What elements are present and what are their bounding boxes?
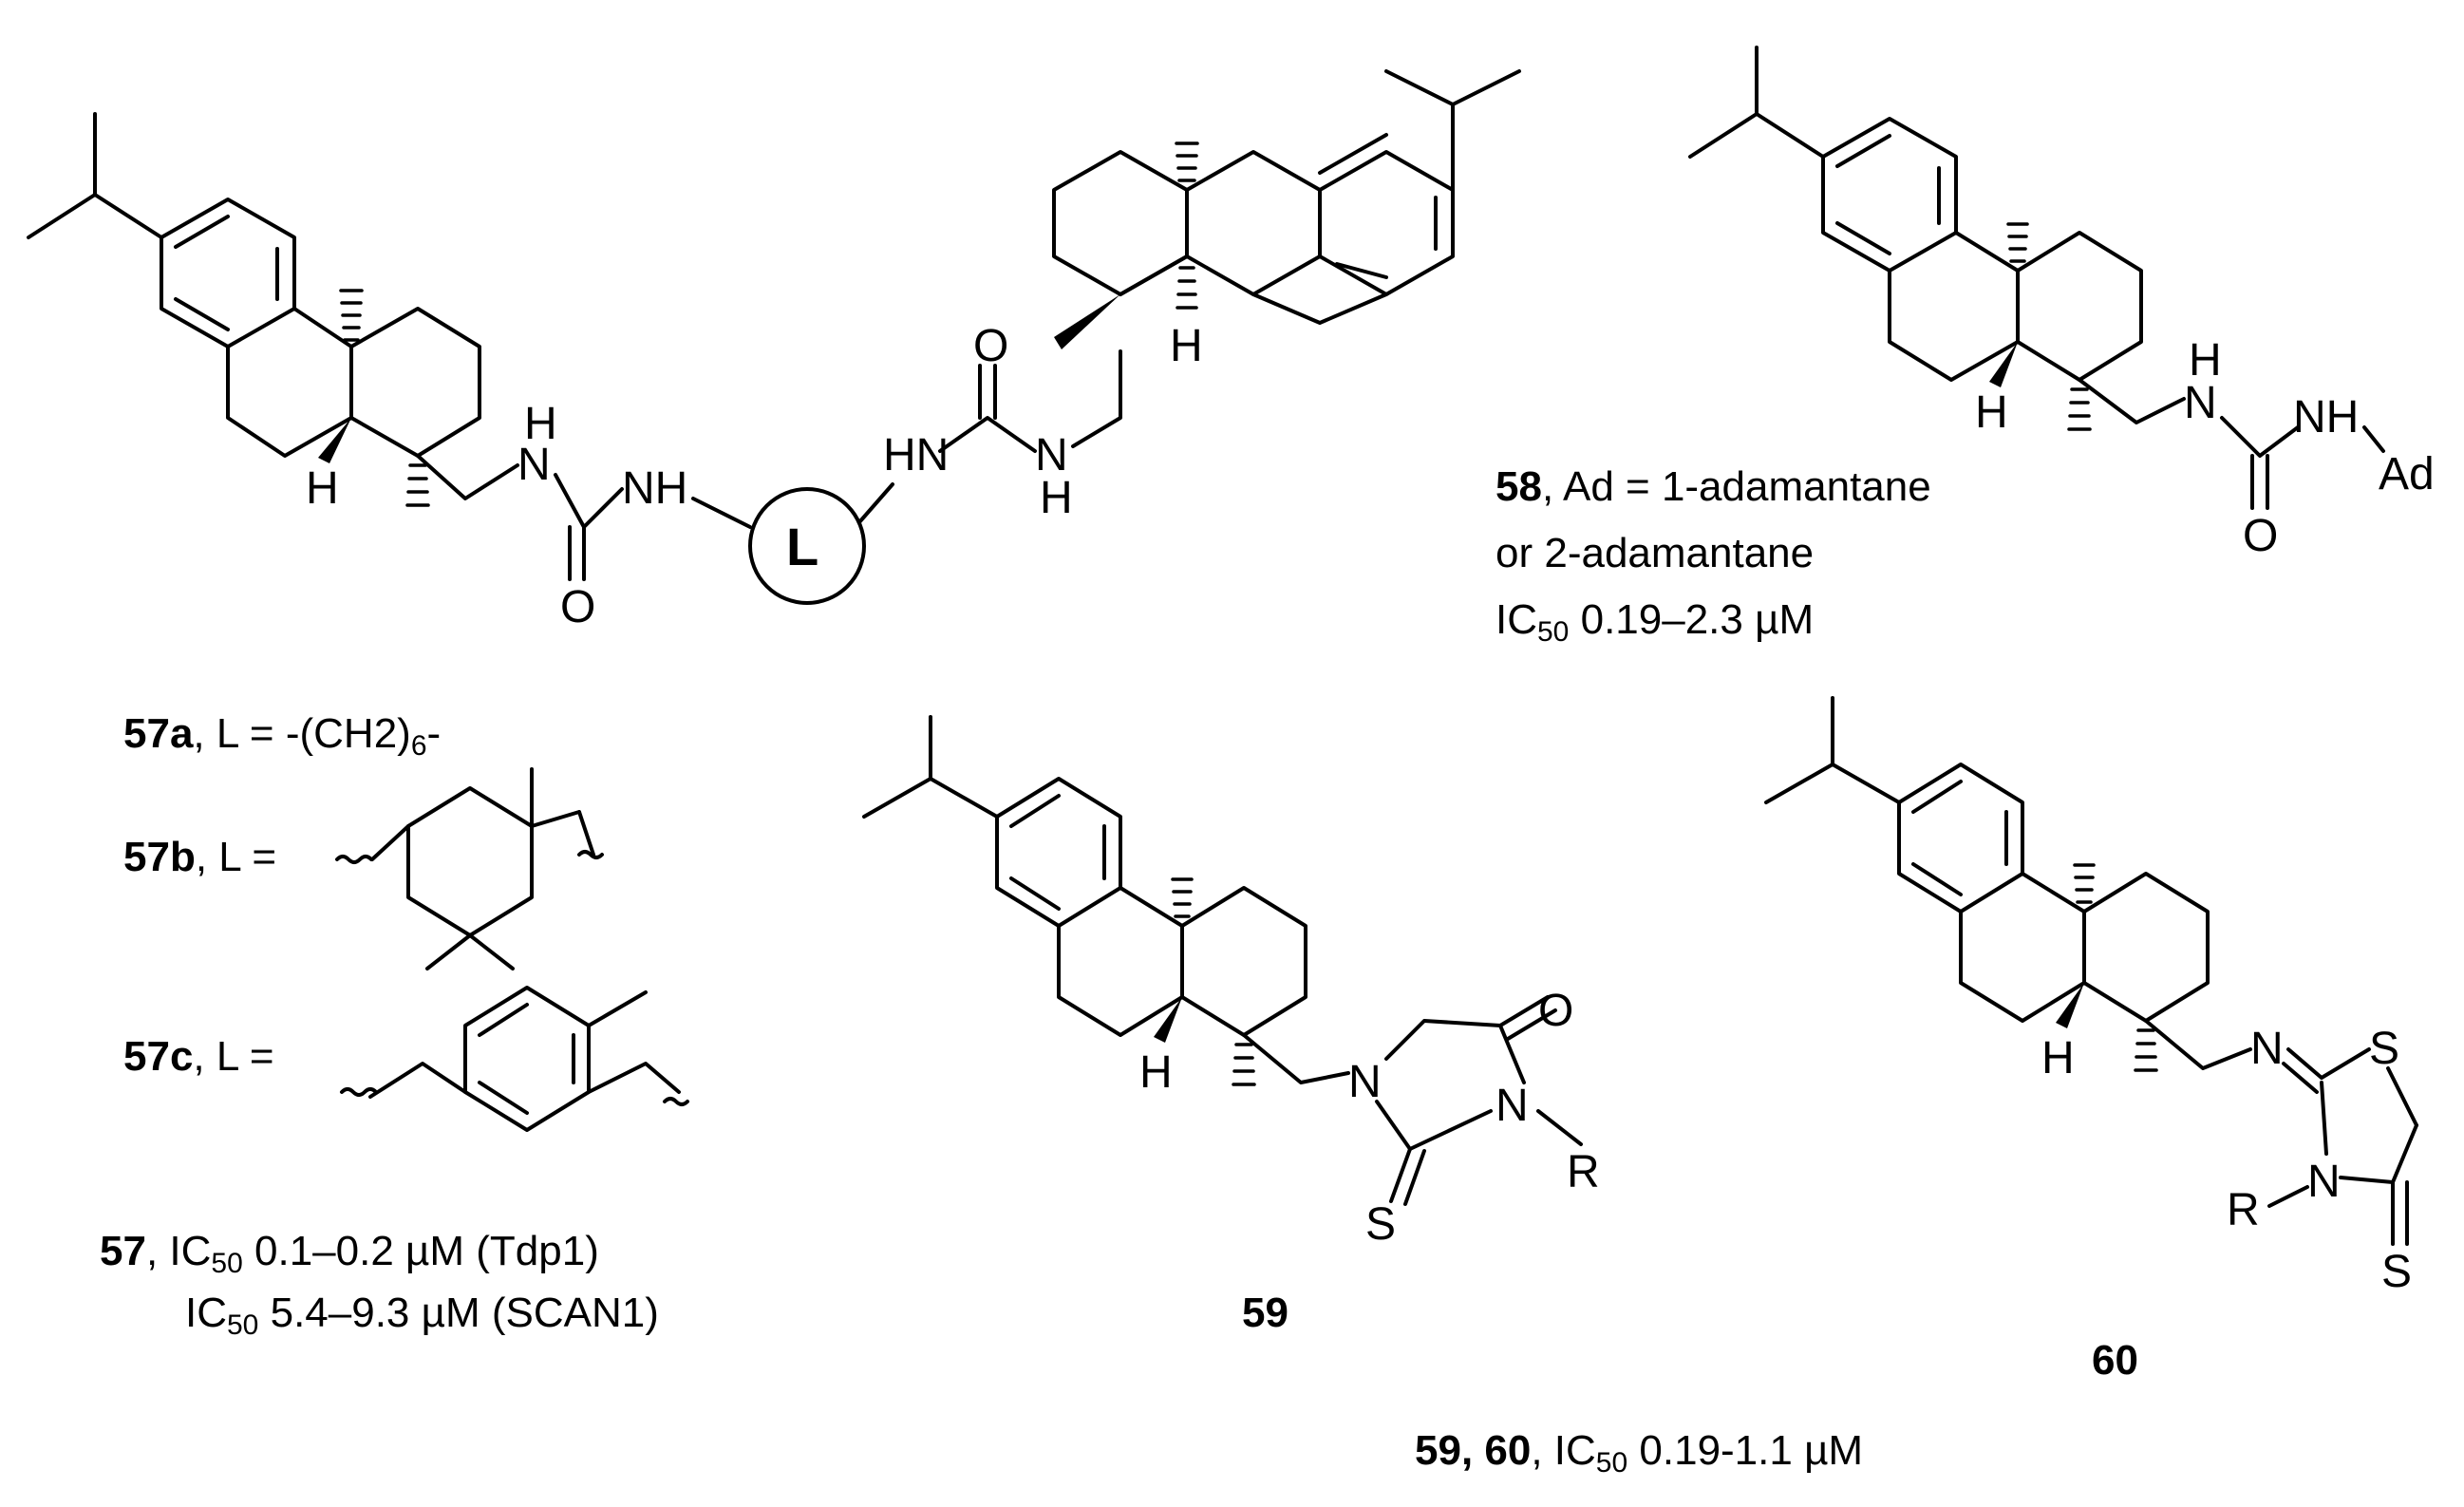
atom-R: R: [1567, 1147, 1600, 1197]
caption-text: IC: [185, 1290, 227, 1336]
hashed-methyl: [339, 289, 364, 342]
atom-R: R: [2227, 1185, 2260, 1235]
atom-S: S: [2381, 1247, 2412, 1297]
atom-HN: HN: [883, 430, 949, 480]
caption-57-ic50-tdp1: 57, IC50 0.1–0.2 µM (Tdp1): [100, 1225, 599, 1278]
atom-O: O: [2243, 511, 2278, 561]
caption-57-ic50-scan1: IC50 5.4–9.3 µM (SCAN1): [185, 1287, 659, 1340]
caption-text: or 2-adamantane: [1495, 530, 1815, 576]
caption-subscript: 50: [211, 1248, 243, 1279]
caption-58-line2: or 2-adamantane: [1495, 527, 1814, 580]
atom-NH: NH: [622, 463, 687, 514]
atom-N: N: [2250, 1024, 2284, 1074]
hashed-methyl: [1175, 141, 1199, 182]
caption-text: , IC: [1531, 1427, 1596, 1474]
caption-59: 59: [1242, 1287, 1288, 1340]
atom-H: H: [1975, 387, 2008, 438]
compound-id: 60: [2092, 1337, 2138, 1384]
caption-subscript: 50: [1537, 616, 1570, 648]
compound-id: 57: [100, 1228, 146, 1274]
compound-id: 58: [1495, 463, 1542, 510]
atom-H: H: [306, 463, 339, 514]
atom-H: H: [1139, 1047, 1173, 1098]
atom-N: N: [2307, 1157, 2341, 1207]
structure-60: H N S N S R: [1764, 696, 2418, 1297]
caption-text: , L = -(CH2): [193, 710, 411, 757]
hashed-methyl: [1232, 1043, 1256, 1086]
atom-N: N: [1348, 1057, 1382, 1107]
linker-L: L: [748, 487, 866, 605]
atom-H: H: [2189, 335, 2222, 386]
atom-N: N: [1035, 430, 1068, 480]
structure-58: H N H O NH Ad: [1688, 46, 2435, 561]
compound-id: 57a: [123, 710, 194, 757]
atom-NH: NH: [2293, 392, 2359, 443]
atom-H: H: [2041, 1033, 2075, 1083]
compound-id: 59, 60: [1415, 1427, 1532, 1474]
atom-N: N: [517, 440, 551, 490]
compound-id: 57b: [123, 834, 196, 880]
linker-57b-fragment: [335, 767, 604, 970]
structure-57-right-abietane: HN O N H H: [857, 69, 1521, 524]
caption-text: , L =: [193, 1033, 274, 1080]
atom-S: S: [2369, 1024, 2399, 1074]
caption-60: 60: [2092, 1334, 2138, 1387]
structure-57-left-abietane: H N H O NH: [27, 112, 752, 632]
caption-57a: 57a, L = -(CH2)6-: [123, 707, 441, 761]
atom-O: O: [560, 582, 595, 632]
atom-S: S: [1365, 1199, 1396, 1250]
hashed-methyl: [1171, 877, 1194, 918]
caption-text: 0.1–0.2 µM (Tdp1): [242, 1228, 599, 1274]
caption-subscript: 50: [1595, 1447, 1628, 1479]
caption-text: , L =: [195, 834, 277, 880]
linker-57c-fragment: [340, 986, 689, 1132]
caption-text: -: [426, 710, 442, 757]
hashed-methyl: [2134, 1028, 2158, 1072]
caption-58: 58, Ad = 1-adamantane: [1495, 461, 1931, 514]
caption-text: 5.4–9.3 µM (SCAN1): [258, 1290, 659, 1336]
hashed-methyl: [2073, 863, 2096, 904]
atom-O: O: [1538, 986, 1573, 1036]
atom-N: N: [2184, 378, 2217, 428]
caption-59-60-ic50: 59, 60, IC50 0.19-1.1 µM: [1415, 1424, 1863, 1478]
atom-O: O: [973, 321, 1008, 371]
caption-text: , Ad = 1-adamantane: [1541, 463, 1931, 510]
hashed-methyl: [405, 463, 430, 507]
caption-57c: 57c, L =: [123, 1030, 274, 1083]
atom-H: H: [1040, 473, 1073, 523]
caption-subscript: 6: [410, 730, 427, 762]
caption-text: 0.19–2.3 µM: [1569, 596, 1815, 643]
compound-id: 59: [1242, 1290, 1288, 1336]
atom-Ad: Ad: [2379, 449, 2435, 499]
caption-subscript: 50: [227, 1309, 259, 1341]
caption-text: 0.19-1.1 µM: [1627, 1427, 1864, 1474]
caption-text: IC: [1495, 596, 1537, 643]
linker-label: L: [786, 517, 818, 576]
hashed-H: [1176, 266, 1198, 310]
atom-N: N: [1495, 1081, 1529, 1131]
structure-59: H N O N S R: [862, 715, 1600, 1250]
hashed-methyl: [2006, 222, 2029, 263]
caption-text: , IC: [145, 1228, 212, 1274]
caption-57b: 57b, L =: [123, 831, 276, 884]
atom-H: H: [524, 399, 557, 449]
hashed-methyl: [2067, 387, 2092, 431]
atom-H: H: [1170, 321, 1203, 371]
caption-58-ic50: IC50 0.19–2.3 µM: [1495, 593, 1814, 647]
compound-id: 57c: [123, 1033, 194, 1080]
